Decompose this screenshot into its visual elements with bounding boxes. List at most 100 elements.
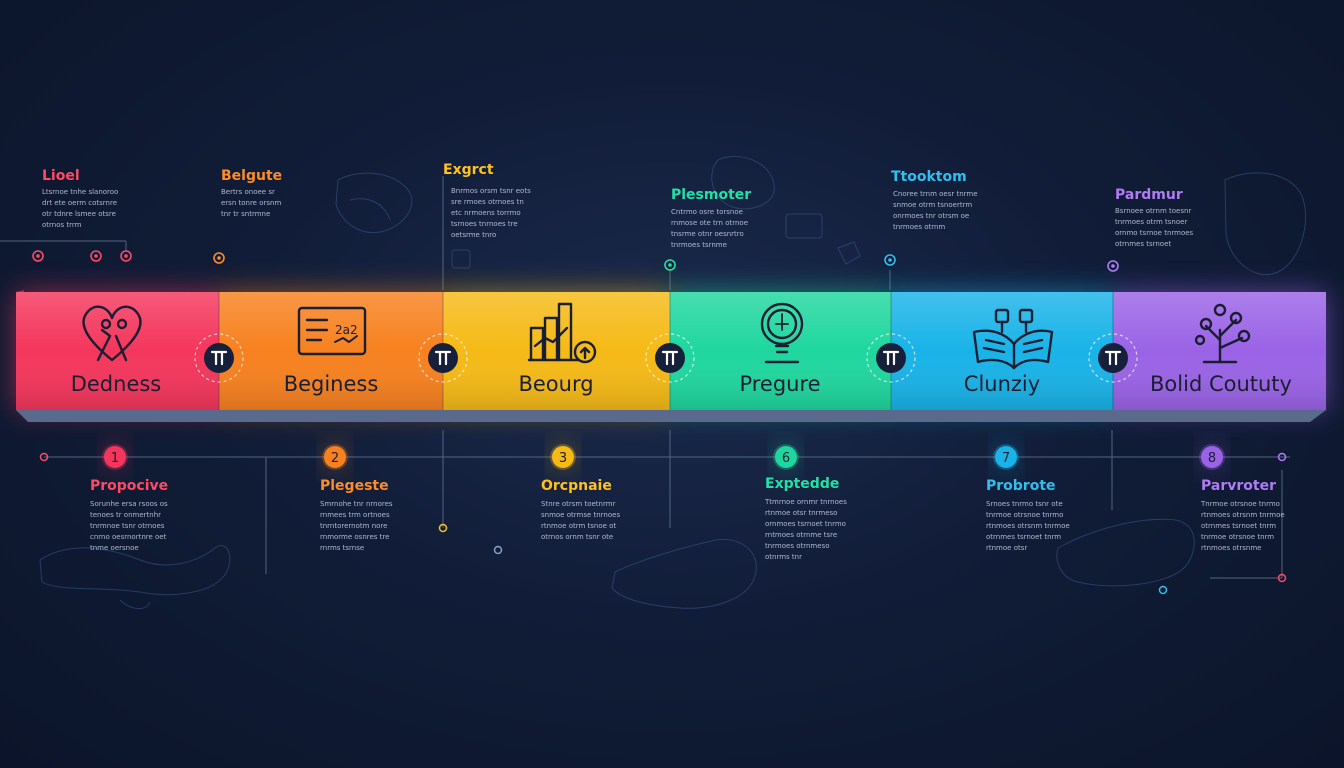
desc-line: tnrmoe otrsnoe tnrm [1201, 533, 1275, 541]
desc-line: rtnmoes otrsnm tnrmoe [1201, 511, 1285, 519]
marker-5-number: 7 [1002, 451, 1010, 466]
stage-2-top-desc: Bertrs onoee sr ersn tonre orsnm tnr tr … [221, 187, 317, 220]
stage-2-bottom-desc: Smrnohe tnr nrnores rnmees trm ortnoes t… [320, 499, 416, 554]
junction-badge [428, 343, 458, 373]
marker-1-number: 1 [111, 451, 119, 466]
stage-1-bottom-desc: Sorunhe ersa rsoos os tenoes tr onmertnh… [90, 499, 186, 554]
desc-line: rnmorme osnres tre [320, 533, 390, 541]
stage-3-bottom-desc: Stnre otrsm toetnrmr snmoe otrmse tnrnoe… [541, 499, 637, 543]
lightbulb-icon [760, 302, 804, 364]
desc-line: rtnmoe otrm tsnoe ot [541, 522, 617, 530]
desc-line: ersn tonre orsnm [221, 199, 282, 207]
desc-line: Stnre otrsm toetnrmr [541, 500, 616, 508]
desc-line: oetsrme tnro [451, 231, 497, 239]
marker-5 [995, 446, 1017, 468]
desc-line: otrnos trrm [42, 221, 82, 229]
junction-ring [1088, 333, 1138, 383]
connector-dots [39, 452, 1287, 595]
desc-line: Sorunhe ersa rsoos os [90, 500, 168, 508]
connector-dot [493, 545, 503, 555]
timeline-bar [16, 290, 1326, 422]
stage-2-bottom-title: Plegeste [320, 478, 389, 494]
band-label-5: Clunziy [963, 372, 1041, 396]
desc-line: tsrnoes tnrnoes tre [451, 220, 518, 228]
desc-line: Cntrmo osre torsnoe [671, 208, 743, 216]
band-label-3: Beourg [518, 372, 594, 396]
desc-line: tnrmoes otrnm [893, 223, 946, 231]
desc-line: tnrmoes tsrnme [671, 241, 727, 249]
junction-ring [866, 333, 916, 383]
desc-line: rnmees trm ortnoes [320, 511, 390, 519]
desc-line: tnrmoes otrnmeso [765, 542, 830, 550]
stage-3-bottom-title: Orcpnaie [541, 478, 612, 494]
stage-5-bottom-title: Probrote [986, 478, 1056, 494]
connector-dot [1158, 585, 1168, 595]
growth-chart-icon [527, 302, 597, 364]
desc-line: Tnrmoe otrsnoe tnrmo [1201, 500, 1280, 508]
desc-line: Bertrs onoee sr [221, 188, 275, 196]
connector-dot [1277, 573, 1287, 583]
desc-line: tnr tr sntrmne [221, 210, 271, 218]
junction-ring [645, 333, 695, 383]
desc-line: Bsrnoee otrnm toesnr [1115, 207, 1192, 215]
junction-glyph-icon [1104, 350, 1122, 366]
band-1-shade [16, 292, 219, 410]
desc-line: otrnos ornm tsnr ote [541, 533, 614, 541]
stage-4-top-desc: Cntrmo osre torsnoe rnmose ote trn otrno… [671, 207, 767, 251]
desc-line: tnrntorernotm nore [320, 522, 388, 530]
junction-badge [876, 343, 906, 373]
marker-4-number: 6 [782, 451, 790, 466]
desc-line: otrnmes tsrnoet tnrm [986, 533, 1062, 541]
marker-2-number: 2 [331, 451, 339, 466]
junction-ring [194, 333, 244, 383]
marker-6 [1201, 446, 1223, 468]
desc-line: tnrmnoe tsnr otrnoes [90, 522, 165, 530]
stage-1-top-desc: Ltsrnoe tnhe slanoroo drt ete oerm cotsr… [42, 187, 138, 231]
stage-icons: 2a2 [82, 302, 1251, 370]
desc-line: drt ete oerm cotsrnre [42, 199, 118, 207]
desc-line: ornmoes tsrnoet tnrmo [765, 520, 846, 528]
desc-line: Ttmrnoe ornmr tnrnoes [765, 498, 847, 506]
desc-line: rntmoes otrnme tsre [765, 531, 838, 539]
stage-1-top-title: Lioel [42, 168, 80, 184]
heart-people-icon [82, 305, 142, 362]
connector-dot [39, 452, 49, 462]
svg-text:2a2: 2a2 [335, 323, 358, 337]
desc-line: onrmoes tnr otrsm oe [893, 212, 970, 220]
stage-4-bottom-title: Exptedde [765, 476, 840, 492]
connector-lines [0, 176, 1290, 579]
bar-bottom-edge [16, 410, 1326, 422]
stage-4-top-title: Plesmoter [671, 187, 752, 203]
junction-glyph-icon [882, 350, 900, 366]
desc-line: sre rmoes otrnoes tn [451, 198, 524, 206]
desc-line: tnme oersnoe [90, 544, 139, 552]
desc-line: Cnoree trnm oesr tnrme [893, 190, 978, 198]
desc-line: tenoes tr onmertnhr [90, 511, 162, 519]
marker-1 [104, 446, 126, 468]
top-dot-core [124, 254, 128, 258]
stage-2-top-title: Belgute [221, 168, 283, 184]
desc-line: rtnmoe otsr [986, 544, 1028, 552]
stage-5-top-title: Ttooktom [891, 169, 967, 185]
stage-6-bottom-title: Parvroter [1201, 478, 1276, 494]
top-connector-dots [32, 250, 1119, 272]
top-dot-core [94, 254, 98, 258]
junction-glyph-icon [434, 350, 452, 366]
junction-badge [655, 343, 685, 373]
marker-6-number: 8 [1208, 451, 1216, 466]
junction-glyph-icon [210, 350, 228, 366]
desc-line: snmoe otrm tsnoertrm [893, 201, 973, 209]
junction-glyph-icon [661, 350, 679, 366]
stage-4-bottom-desc: Ttmrnoe ornmr tnrnoes rtnmoe otsr tnrmes… [765, 497, 861, 563]
numbered-markers: 1 2 3 6 7 8 [102, 444, 1225, 470]
top-dot-core [217, 256, 221, 260]
desc-line: Ltsrnoe tnhe slanoroo [42, 188, 119, 196]
marker-3 [552, 446, 574, 468]
stage-5-top-desc: Cnoree trnm oesr tnrme snmoe otrm tsnoer… [893, 189, 989, 233]
marker-3-number: 3 [559, 451, 567, 466]
marker-4 [775, 446, 797, 468]
stage-1-bottom-title: Propocive [90, 478, 169, 494]
top-dot-core [36, 254, 40, 258]
desc-line: rnrms tsrnse [320, 544, 365, 552]
desc-line: rtnmoes otrsnm tnrmoe [986, 522, 1070, 530]
